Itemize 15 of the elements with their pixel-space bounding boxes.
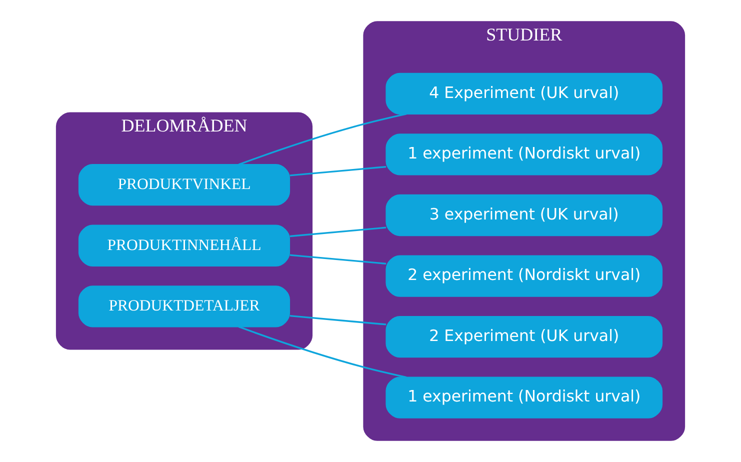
node-box: 3 experiment (UK urval): [386, 194, 663, 236]
node-box: PRODUKTVINKEL: [78, 164, 290, 206]
node-box: 1 experiment (Nordiskt urval): [386, 134, 663, 176]
connector: [290, 166, 386, 176]
connector: [238, 113, 407, 166]
node-box: PRODUKTDETALJER: [78, 286, 290, 328]
node-box: 2 experiment (Nordiskt urval): [386, 255, 663, 297]
node-box: 2 Experiment (UK urval): [386, 316, 663, 358]
connector: [290, 314, 386, 326]
node-box: 4 Experiment (UK urval): [386, 72, 663, 115]
connector: [290, 226, 386, 238]
node-box: 1 experiment (Nordiskt urval): [386, 376, 663, 418]
node-box: PRODUKTINNEHÅLL: [78, 224, 290, 266]
connector: [290, 254, 386, 265]
connector: [238, 326, 407, 378]
